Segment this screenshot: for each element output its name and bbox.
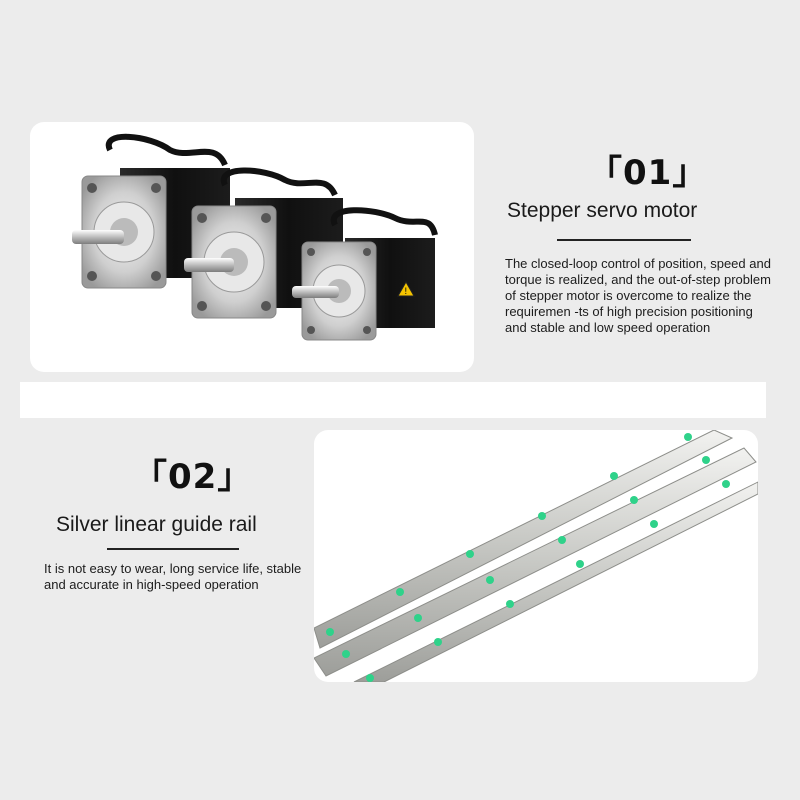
title-underline — [107, 548, 239, 550]
rail-2 — [314, 447, 757, 677]
section-title-linear-guide-rail: Silver linear guide rail — [56, 513, 257, 536]
warning-icon — [397, 280, 415, 297]
rail-dots — [326, 433, 730, 682]
rail-3 — [353, 481, 758, 682]
section-number-02: 「02」 — [133, 457, 253, 497]
motor-3: ! — [292, 207, 438, 341]
svg-text:!: ! — [404, 287, 408, 297]
silver-linear-guide-rails-image — [314, 430, 758, 682]
section-description-motor: The closed-loop control of position, spe… — [505, 256, 771, 335]
title-underline — [557, 239, 691, 241]
divider-band — [20, 382, 766, 418]
section-number-01: 「01」 — [588, 153, 708, 193]
section-description-rail: It is not easy to wear, long service lif… — [44, 561, 302, 592]
rail-1 — [314, 430, 734, 649]
section-title-stepper-servo-motor: Stepper servo motor — [507, 199, 698, 222]
